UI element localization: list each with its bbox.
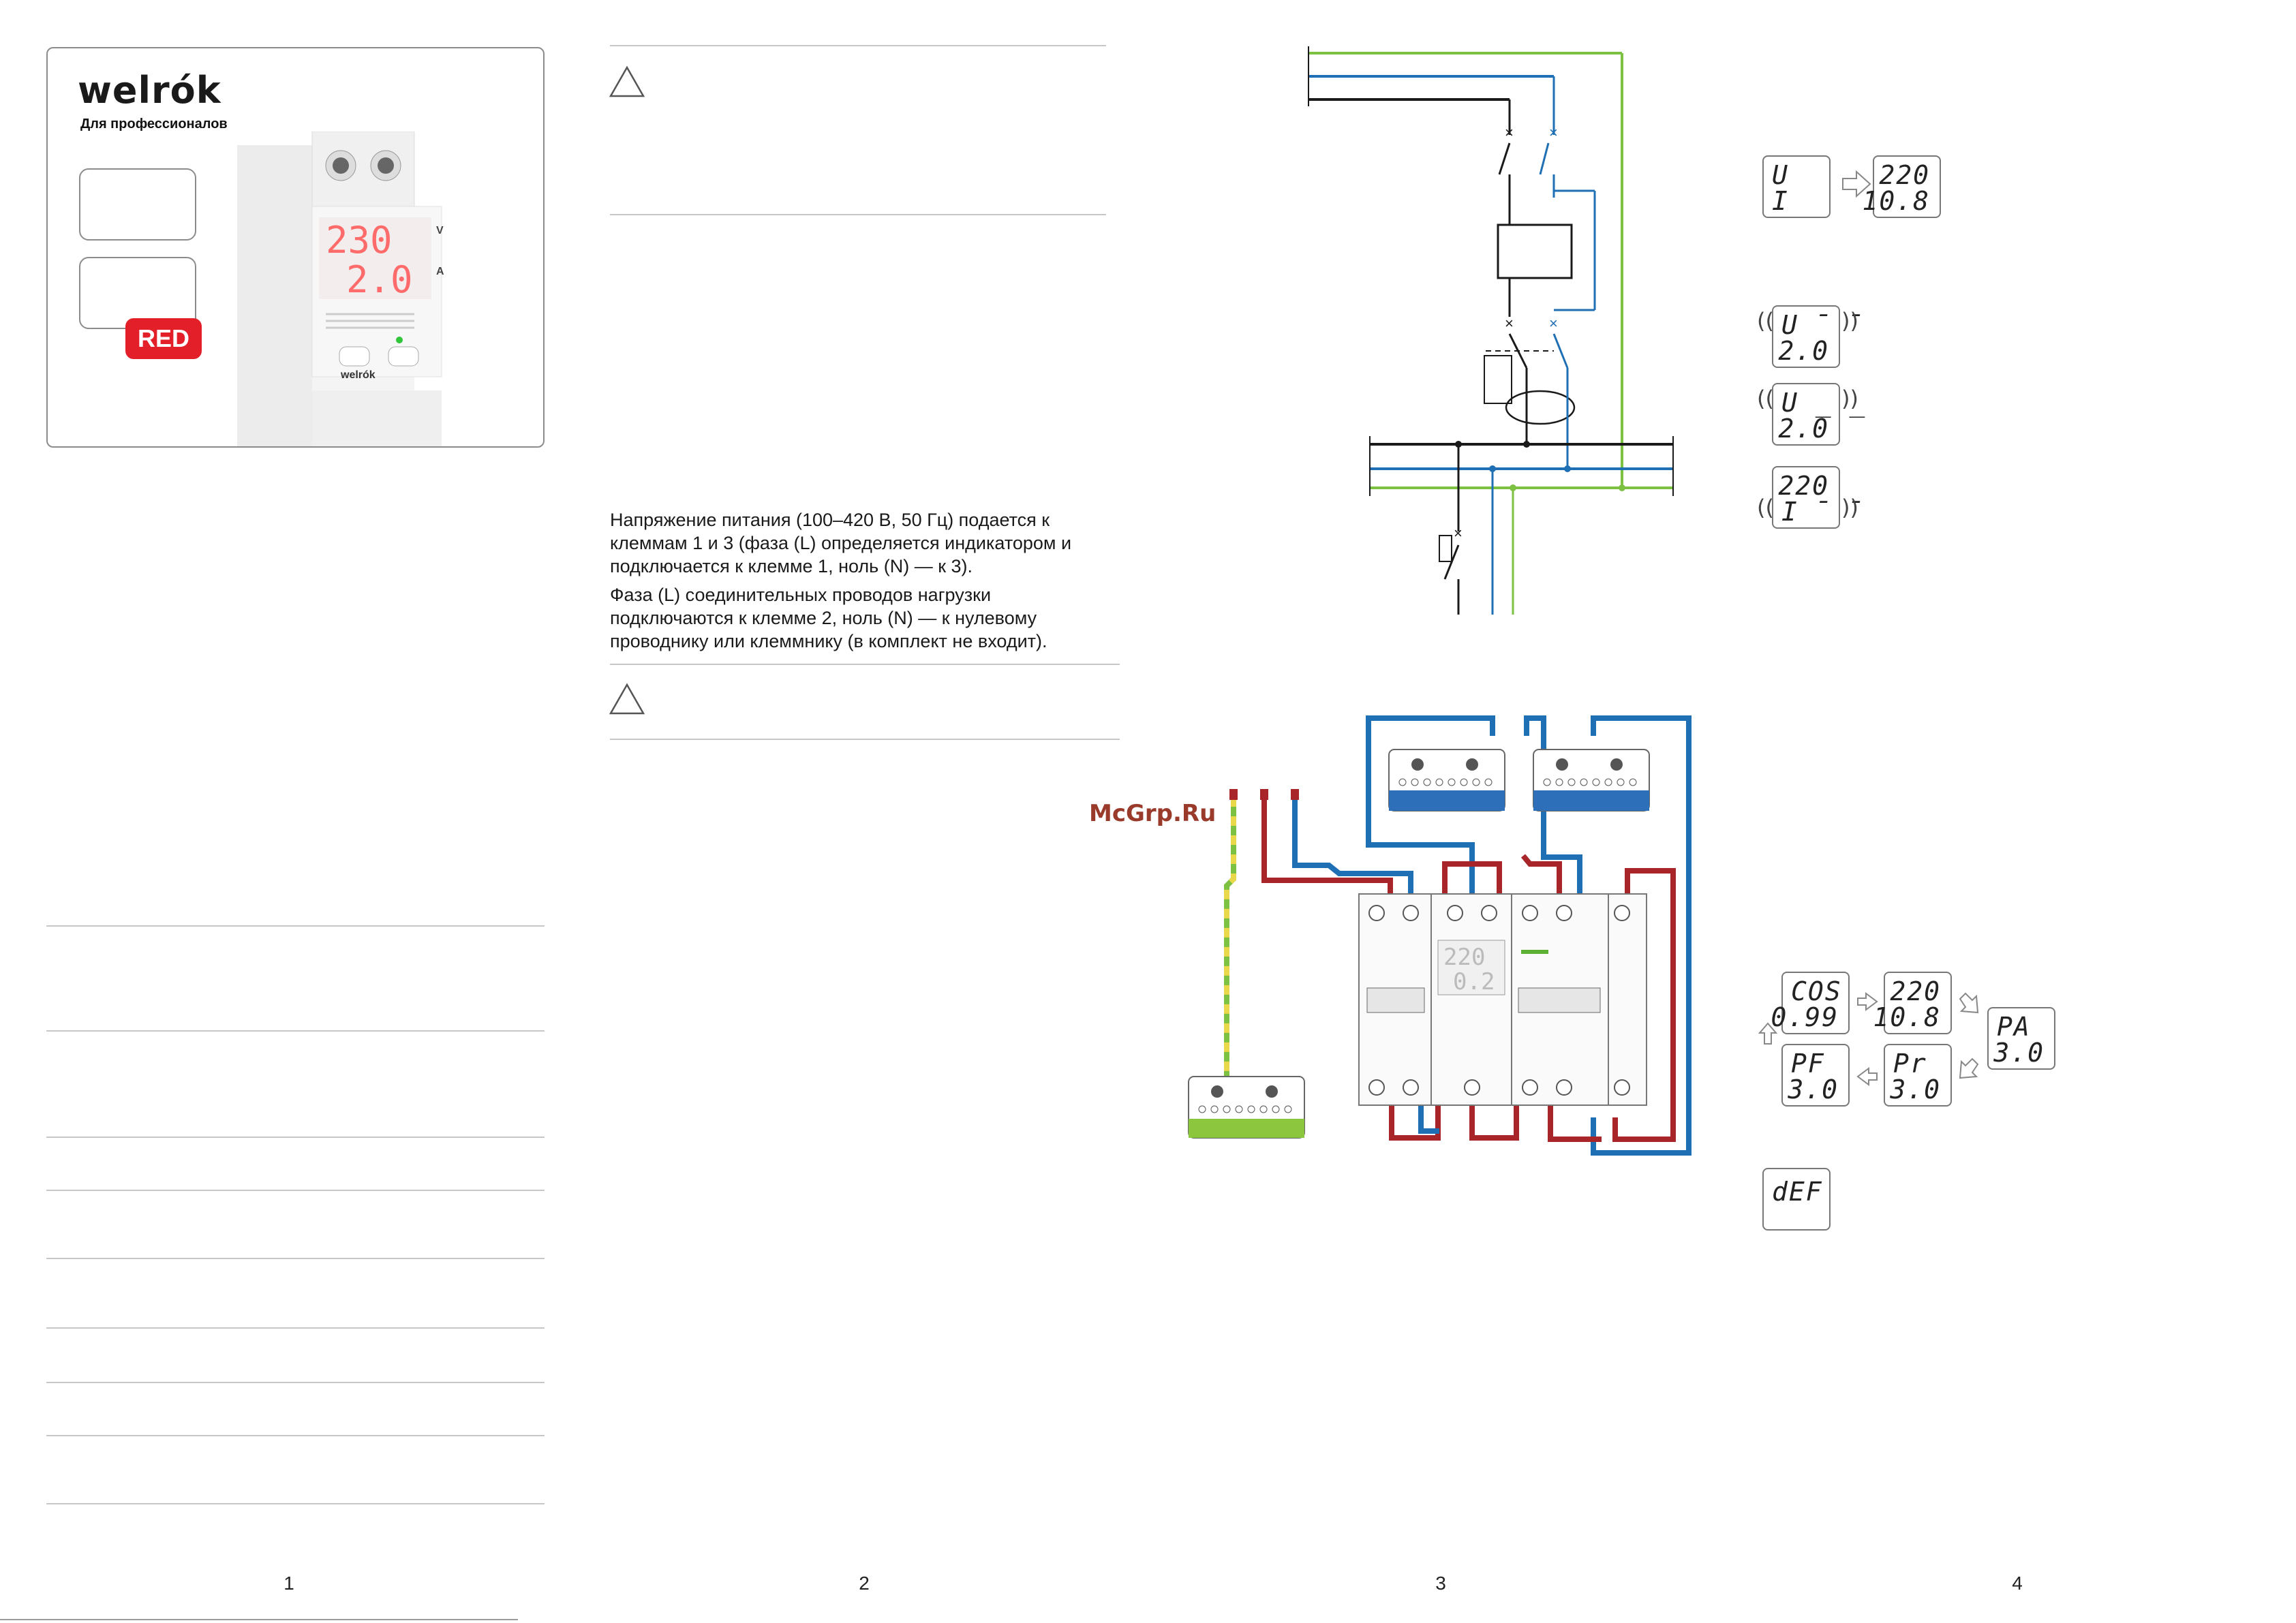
arrow-right-icon bbox=[1842, 170, 1871, 198]
device-illustration: 230 2.0 V A welrók bbox=[237, 131, 543, 446]
arrow-down-left-icon bbox=[1959, 1057, 1979, 1079]
rule bbox=[46, 1030, 545, 1032]
lcd-overcurrent: 220 I ̄ ̄ bbox=[1772, 466, 1862, 529]
footer-rule bbox=[0, 1619, 518, 1620]
lcd-pf: PF 3.0 bbox=[1781, 1044, 1850, 1107]
cover-card: welrók Для профессионалов RED 230 2.0 V … bbox=[46, 47, 545, 448]
rule bbox=[610, 45, 1106, 46]
lcd-u-i: U I bbox=[1762, 155, 1831, 218]
lcd-voltage-current: 220 10.8 bbox=[1862, 155, 1941, 218]
svg-text:×: × bbox=[1505, 315, 1514, 332]
arrow-up-icon bbox=[1758, 1022, 1777, 1045]
svg-text:×: × bbox=[1549, 124, 1558, 141]
device-current-readout: 2.0 bbox=[346, 258, 413, 301]
page-number-1: 1 bbox=[284, 1573, 294, 1594]
tagline: Для профессионалов bbox=[80, 117, 228, 132]
device-unit-a: A bbox=[436, 266, 444, 277]
device-brand: welrók bbox=[340, 369, 376, 381]
svg-text:×: × bbox=[1505, 124, 1514, 141]
rule bbox=[610, 214, 1106, 215]
blink-right-icon: )) bbox=[1841, 308, 1858, 334]
lcd-pr: Pr 3.0 bbox=[1884, 1044, 1952, 1107]
svg-text:×: × bbox=[1454, 525, 1463, 542]
paragraph-load-connection: Фаза (L) соединительных проводов нагрузк… bbox=[610, 585, 1047, 651]
rule bbox=[46, 1327, 545, 1329]
lcd-voltage-current-cycle: 220 10.8 bbox=[1873, 972, 1952, 1034]
wiring-schematic: × × × × × bbox=[1308, 46, 1674, 615]
blink-left-icon: (( bbox=[1757, 495, 1774, 521]
svg-text:0.2: 0.2 bbox=[1453, 968, 1495, 995]
brand-logo: welrók bbox=[78, 69, 221, 112]
rule bbox=[46, 1137, 545, 1138]
blink-right-icon: )) bbox=[1841, 386, 1858, 412]
blink-right-icon: )) bbox=[1841, 495, 1858, 521]
arrow-left-icon bbox=[1856, 1067, 1878, 1086]
rule bbox=[46, 1258, 545, 1259]
rule bbox=[46, 1435, 545, 1436]
arrow-down-right-icon bbox=[1959, 992, 1979, 1014]
lcd-overvoltage: U ̄ ̄ 2.0 bbox=[1772, 305, 1862, 368]
device-unit-v: V bbox=[436, 225, 444, 236]
svg-text:×: × bbox=[1549, 315, 1558, 332]
device-voltage-readout: 230 bbox=[326, 219, 393, 262]
wiring-pictorial: 220 0.2 bbox=[1188, 715, 1692, 1156]
lcd-pa: PA 3.0 bbox=[1987, 1007, 2055, 1070]
rule bbox=[46, 1503, 545, 1504]
warning-triangle-icon bbox=[609, 65, 645, 97]
blink-left-icon: (( bbox=[1757, 308, 1774, 334]
red-badge: RED bbox=[125, 318, 202, 359]
lcd-undervoltage: U _ _ 2.0 bbox=[1772, 383, 1865, 446]
lcd-default: dEF bbox=[1762, 1168, 1831, 1231]
rule bbox=[46, 925, 545, 927]
paragraph-power-supply: Напряжение питания (100–420 В, 50 Гц) по… bbox=[610, 510, 1072, 576]
page-number-4: 4 bbox=[2012, 1573, 2023, 1594]
page-number-3: 3 bbox=[1435, 1573, 1446, 1594]
info-box-1 bbox=[79, 168, 196, 241]
rule bbox=[46, 1190, 545, 1191]
rule bbox=[610, 739, 1120, 740]
watermark: McGrp.Ru bbox=[1089, 800, 1216, 827]
arrow-right-icon bbox=[1857, 992, 1878, 1011]
lcd-cos: COS 0.99 bbox=[1771, 972, 1850, 1034]
blink-left-icon: (( bbox=[1757, 386, 1774, 412]
page-number-2: 2 bbox=[859, 1573, 870, 1594]
rule bbox=[46, 1382, 545, 1383]
svg-text:220: 220 bbox=[1443, 944, 1485, 971]
warning-triangle-icon bbox=[609, 683, 645, 715]
rule bbox=[610, 664, 1120, 665]
